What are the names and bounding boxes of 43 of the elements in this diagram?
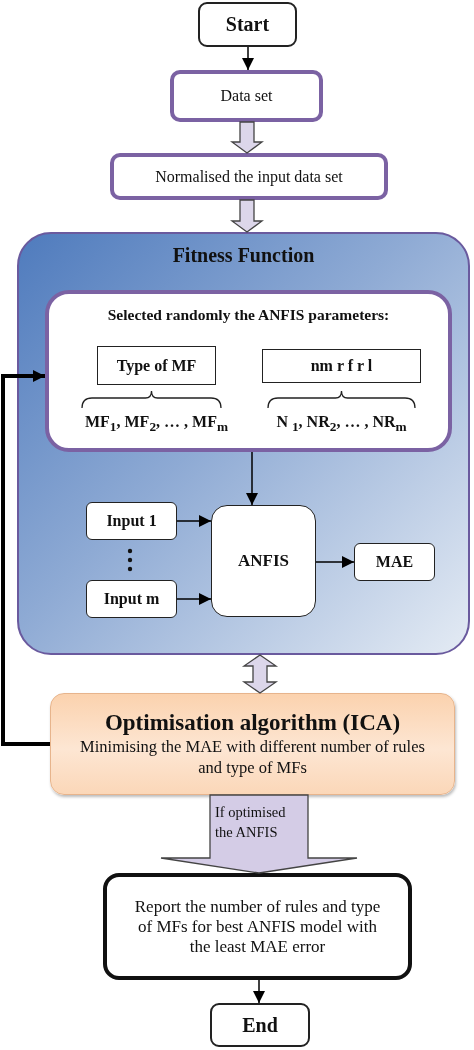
node-title: Data set [220, 87, 273, 105]
block-arrow [230, 121, 264, 154]
arrow [246, 451, 258, 506]
arrow [315, 556, 355, 568]
parameter-box [97, 346, 216, 385]
node-description: Minimising the MAE with different number of rules and type of MFs [79, 735, 426, 779]
node-title: Normalised the input data set [155, 167, 343, 186]
node-title: Input m [103, 590, 160, 608]
parameter-list: N $_{1}$, NR$_{2}$, … , NR$_{m}$ [276, 413, 407, 436]
node-title: ANFIS [238, 551, 289, 571]
node-title: Input 1 [106, 512, 157, 530]
block-arrow [160, 794, 358, 874]
input-box [354, 543, 435, 581]
parameter-list: MF$_{1}$, MF$_{2}$, … , MF$_{m}$ [84, 413, 229, 436]
terminal-box [198, 2, 297, 47]
node-title: Selected randomly the ANFIS parameters: [107, 306, 390, 324]
node-title: MAE [375, 553, 414, 571]
input-box [86, 502, 177, 540]
arrow [242, 46, 254, 71]
edge-label: If optimised the ANFIS [215, 803, 287, 842]
node-title: End [242, 1013, 278, 1037]
node-title: Start [225, 13, 270, 36]
node-title: Fitness Function [172, 244, 315, 267]
node-title: Optimisation algorithm (ICA) [104, 709, 401, 736]
arrow [176, 593, 212, 605]
input-box [86, 580, 177, 618]
arrow [1, 370, 50, 746]
process-box [110, 153, 388, 200]
model-box [211, 505, 316, 617]
block-arrow [241, 654, 279, 694]
process-box [170, 70, 323, 122]
output-box [103, 873, 412, 980]
terminal-box [210, 1003, 310, 1047]
arrow [253, 979, 265, 1004]
block-arrow [230, 199, 264, 233]
node-title: Type of MF [116, 356, 197, 375]
node-title: nm r f r l [310, 357, 373, 375]
node-title: Report the number of rules and type of MFs for best ANFIS model with the least MAE error [133, 896, 382, 957]
parameter-panel [45, 290, 452, 452]
parameter-box [262, 349, 421, 383]
arrow [176, 515, 212, 527]
process-box [50, 693, 455, 795]
group-container [17, 232, 470, 655]
